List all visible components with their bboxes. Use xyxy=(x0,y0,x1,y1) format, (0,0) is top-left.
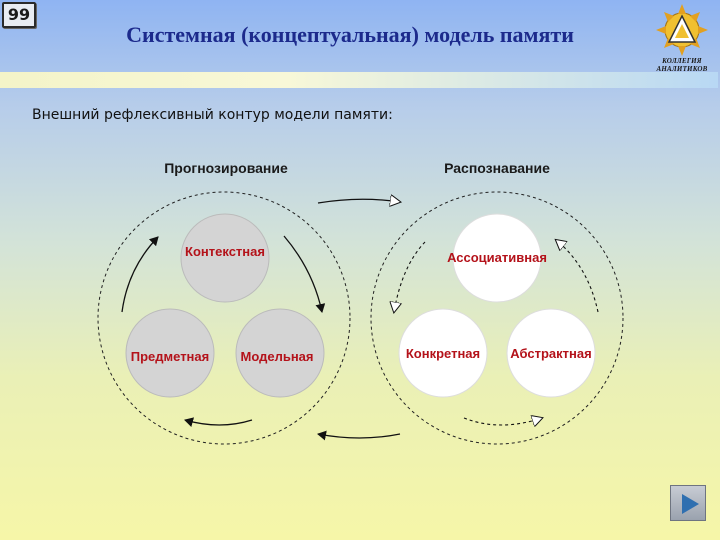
label-contextual: Контекстная xyxy=(185,244,265,259)
slide-title: Системная (концептуальная) модель памяти xyxy=(126,22,574,47)
arrow-contextual-to-model xyxy=(283,235,326,313)
node-associative xyxy=(452,213,542,303)
node-abstract xyxy=(506,308,596,398)
slide-number: 99 xyxy=(2,2,36,28)
play-triangle-icon xyxy=(682,494,699,514)
arrow-model-to-subject xyxy=(184,417,253,428)
next-slide-button[interactable] xyxy=(670,485,706,521)
logo-emblem-icon xyxy=(656,4,708,56)
node-subject xyxy=(125,308,215,398)
subtitle: Внешний рефлексивный контур модели памят… xyxy=(32,107,393,123)
logo-text: КОЛЛЕГИЯ АНАЛИТИКОВ xyxy=(656,57,708,73)
node-concrete xyxy=(398,308,488,398)
arrow-concrete-to-abstract xyxy=(463,418,542,425)
arrow-recognition-to-forecasting xyxy=(317,430,401,441)
label-abstract: Абстрактная xyxy=(510,346,591,361)
left-outer-circle xyxy=(97,191,351,445)
arrow-forecasting-to-recognition xyxy=(317,199,400,203)
label-model: Модельная xyxy=(241,349,314,364)
heading-recognition: Распознавание xyxy=(444,160,550,176)
node-model xyxy=(235,308,325,398)
right-outer-circle xyxy=(370,191,624,445)
arrow-abstract-to-associative xyxy=(556,240,599,313)
title-divider xyxy=(0,72,718,88)
label-subject: Предметная xyxy=(131,349,209,364)
label-associative: Ассоциативная xyxy=(447,250,547,265)
arrow-associative-to-concrete xyxy=(394,241,426,312)
label-concrete: Конкретная xyxy=(406,346,480,361)
arrow-subject-to-contextual xyxy=(121,236,159,313)
node-contextual xyxy=(180,213,270,303)
heading-forecasting: Прогнозирование xyxy=(164,160,288,176)
